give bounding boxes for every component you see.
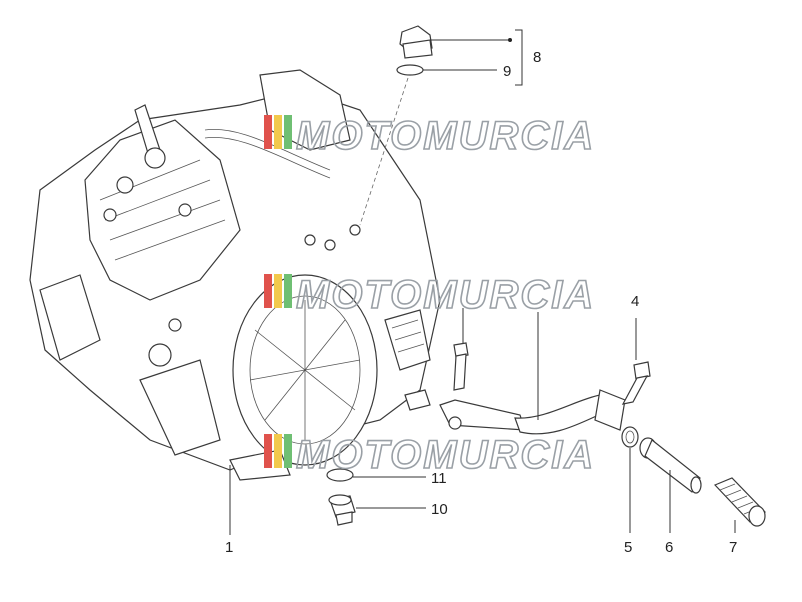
callout-labels: 1 4 5 6 7 8 9 10 11 <box>225 49 737 556</box>
callout-5: 5 <box>624 539 632 556</box>
engine-assembly <box>29 69 441 481</box>
watermark-middle: MOTOMURCIA <box>264 272 595 318</box>
watermark-bottom: MOTOMURCIA <box>264 432 595 478</box>
kick-start-lever <box>439 389 626 435</box>
callout-9: 9 <box>503 63 511 80</box>
rubber-grip-part-7 <box>713 477 766 527</box>
svg-text:MOTOMURCIA: MOTOMURCIA <box>296 433 595 477</box>
callout-8: 8 <box>533 49 541 66</box>
lever-bolt <box>453 342 469 391</box>
callout-6: 6 <box>665 539 673 556</box>
washer-part-11 <box>326 468 354 482</box>
svg-text:MOTOMURCIA: MOTOMURCIA <box>296 273 595 317</box>
shaft-part-6 <box>639 437 702 494</box>
callout-10: 10 <box>431 501 448 518</box>
drain-plug-part-10 <box>328 494 356 526</box>
callout-1: 1 <box>225 539 233 556</box>
watermark-top: MOTOMURCIA <box>264 113 595 159</box>
callout-11: 11 <box>431 470 447 487</box>
bolt-part-4 <box>621 361 651 405</box>
svg-text:MOTOMURCIA: MOTOMURCIA <box>296 114 595 158</box>
filler-cap-part-8 <box>399 25 433 59</box>
callout-4: 4 <box>631 293 639 310</box>
o-ring-part-9 <box>396 64 424 76</box>
leader-lines <box>229 29 736 535</box>
circlip-part-5 <box>621 426 639 448</box>
assembly-guide-line <box>359 77 409 226</box>
callout-7: 7 <box>729 539 737 556</box>
